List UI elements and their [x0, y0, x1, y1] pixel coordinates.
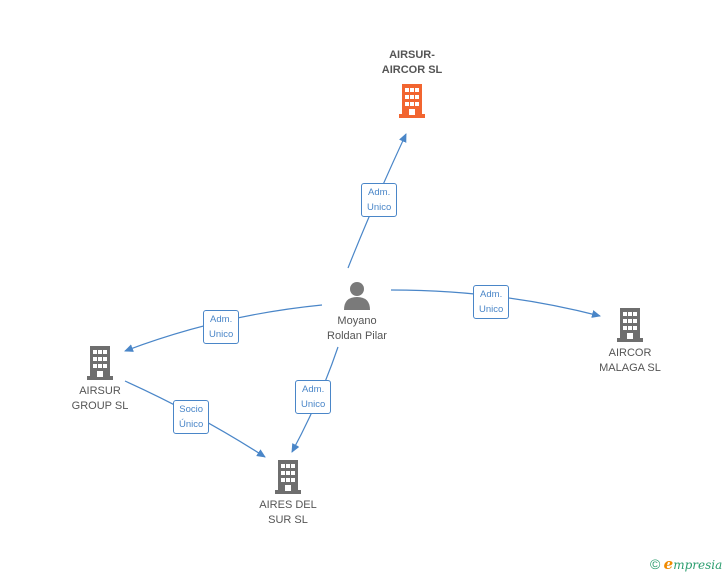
- node-airsur-group-name-2: GROUP SL: [71, 400, 129, 412]
- node-moyano-name-2: Roldan Pilar: [327, 330, 387, 342]
- copyright-icon: ©: [650, 556, 661, 572]
- role-badge-to-aircor-malaga[interactable]: Adm. Unico: [473, 285, 510, 319]
- node-airsur-aircor-name-1: AIRSUR-: [389, 49, 435, 61]
- node-airsur-group[interactable]: AIRSUR GROUP SL: [55, 346, 145, 414]
- role-badge-line-2: Unico: [479, 304, 504, 315]
- brand-logo: empresia: [663, 555, 723, 573]
- role-badge-line-1: Adm.: [480, 289, 503, 300]
- role-badge-line-1: Adm.: [368, 187, 391, 198]
- building-icon: [87, 346, 113, 380]
- role-badge-line-2: Unico: [301, 399, 326, 410]
- role-badge-line-2: Unico: [209, 329, 234, 340]
- role-badge-line-1: Socio: [179, 404, 204, 415]
- node-aires-del-sur[interactable]: AIRES DEL SUR SL: [243, 460, 333, 528]
- role-badge-line-2: Unico: [367, 202, 392, 213]
- node-aires-del-sur-name-2: SUR SL: [268, 514, 308, 526]
- footer-brand: © empresia: [650, 555, 722, 573]
- role-badge-line-1: Adm.: [302, 384, 325, 395]
- building-icon: [399, 84, 425, 118]
- node-aires-del-sur-name-1: AIRES DEL: [259, 499, 317, 511]
- node-airsur-aircor[interactable]: AIRSUR- AIRCOR SL: [364, 48, 460, 118]
- brand-rest: mpresia: [673, 558, 723, 572]
- building-icon: [275, 460, 301, 494]
- node-moyano-name-1: Moyano: [337, 315, 377, 327]
- node-aircor-malaga[interactable]: AIRCOR MALAGA SL: [585, 308, 675, 376]
- role-badge-to-airsur-aircor[interactable]: Adm. Unico: [361, 183, 398, 217]
- person-icon: [344, 282, 370, 310]
- node-airsur-group-name-1: AIRSUR: [79, 385, 121, 397]
- role-badge-line-1: Adm.: [210, 314, 233, 325]
- role-badge-to-airsur-group[interactable]: Adm. Unico: [203, 310, 240, 344]
- node-airsur-aircor-name-2: AIRCOR SL: [381, 64, 443, 76]
- node-aircor-malaga-name-1: AIRCOR: [608, 347, 652, 359]
- role-badge-to-aires-del-sur[interactable]: Adm. Unico: [295, 380, 332, 414]
- role-badge-group-to-aires[interactable]: Socio Único: [173, 400, 210, 434]
- role-badge-line-2: Único: [179, 419, 204, 430]
- node-aircor-malaga-name-2: MALAGA SL: [599, 362, 661, 374]
- building-icon: [617, 308, 643, 342]
- brand-initial: e: [663, 555, 674, 573]
- node-moyano-roldan-pilar[interactable]: Moyano Roldan Pilar: [307, 280, 407, 344]
